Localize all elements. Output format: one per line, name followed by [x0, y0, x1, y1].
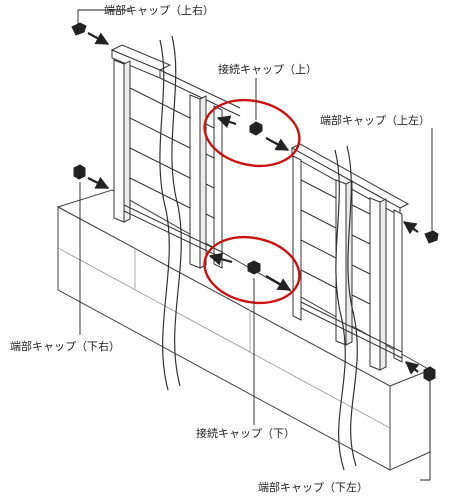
arrows [87, 32, 420, 375]
label-joint-cap-upper: 接続キャップ（上） [218, 62, 317, 76]
cap-part-lower-left [423, 366, 436, 382]
callout-labels: 端部キャップ（上右） 接続キャップ（上） 端部キャップ（上左） 端部キャップ（下… [10, 3, 430, 494]
highlight-circles [203, 98, 301, 305]
label-end-cap-upper-right: 端部キャップ（上右） [104, 3, 214, 17]
label-end-cap-lower-right: 端部キャップ（下右） [10, 339, 120, 353]
caps [71, 22, 439, 382]
cap-part-upper-left [424, 230, 439, 244]
cap-part-upper-right [71, 22, 87, 36]
omission-break-lines [159, 35, 358, 471]
cap-part-joint-upper [249, 121, 263, 136]
left-fence-panel [110, 44, 241, 269]
highlight-circle-joint-upper [203, 98, 301, 168]
leader-lines [77, 9, 433, 481]
label-joint-cap-lower: 接続キャップ（下） [196, 426, 295, 440]
cap-part-joint-lower [247, 260, 261, 275]
label-end-cap-upper-left: 端部キャップ（上左） [320, 113, 430, 127]
highlight-circle-joint-lower [203, 235, 301, 305]
label-end-cap-lower-left: 端部キャップ（下左） [258, 480, 368, 494]
cap-part-lower-right [73, 164, 86, 180]
